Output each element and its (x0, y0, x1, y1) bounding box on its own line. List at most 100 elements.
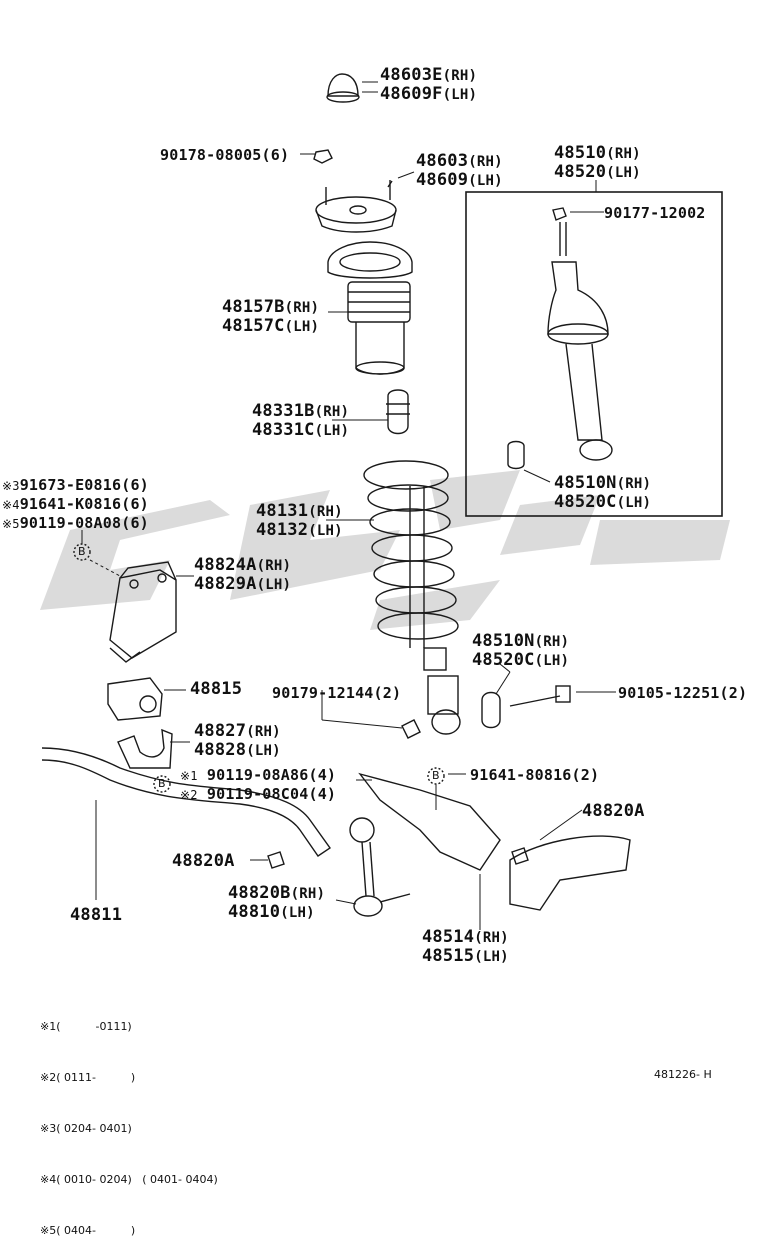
part-number: 48157B (222, 297, 285, 317)
part-number: 48603 (416, 151, 469, 171)
part-number: 48514 (422, 927, 475, 947)
side-rh: (RH) (474, 930, 509, 946)
part-number: 90119-08A86(4) (206, 766, 337, 784)
label-stabilizer: 48811 (70, 905, 123, 925)
nut-right-drawing (511, 847, 529, 865)
part-number: 48609 (416, 170, 469, 190)
part-number: 48510 (554, 143, 607, 163)
part-number: 48829A (194, 574, 257, 594)
watermark-logo (40, 470, 730, 630)
part-number: 48810 (228, 902, 281, 922)
side-rh: (RH) (308, 504, 343, 520)
part-number: 48132 (256, 520, 309, 540)
label-bracket: 48824A(RH) 48829A(LH) (194, 556, 291, 594)
part-number: 48520 (554, 162, 607, 182)
side-rh: (RH) (314, 404, 350, 420)
support-mount-drawing (315, 180, 397, 233)
bolt-lower-left-drawing (401, 719, 421, 739)
note-mark: ※4 (2, 498, 20, 512)
side-lh: (LH) (246, 743, 281, 759)
label-stab-bolts: ※1 90119-08A86(4) ※2 90119-08C04(4) (180, 766, 336, 804)
side-rh: (RH) (534, 634, 570, 650)
bushing-bracket-drawing (117, 728, 173, 769)
leader-lines (81, 81, 616, 930)
side-lh: (LH) (280, 905, 315, 921)
label-nut-left: 48820A (172, 851, 235, 871)
marker-b-left-label: B (78, 545, 86, 558)
note-mark: ※3 (2, 479, 20, 493)
footnote-1: ※1( -0111) (40, 1020, 132, 1033)
lower-arm-drawing (358, 772, 501, 871)
marker-b-mid-label: B (158, 777, 166, 790)
label-bolts-group: ※391673-E0816(6) ※491641-K0816(6) ※59011… (2, 476, 149, 533)
note-mark: ※1 (180, 769, 198, 783)
part-number: 91673-E0816(6) (19, 476, 149, 494)
label-absorber-bushing: 48510N(RH) 48520C(LH) (472, 632, 569, 670)
diagram-code: 481226- H (654, 1068, 712, 1081)
stabilizer-bar-drawing (41, 747, 331, 857)
marker-b-mid (153, 775, 171, 793)
side-lh: (LH) (468, 173, 503, 189)
marker-b-right-label: B (432, 769, 440, 782)
side-lh: (LH) (606, 165, 641, 181)
stabilizer-bracket-drawing (109, 561, 177, 663)
part-number: 48520C (472, 650, 535, 670)
absorber-bushing-drawing (481, 691, 501, 729)
parts-diagram: B B B 48603E(RH) 48609F(LH) 90178-08005(… (2, 66, 748, 1237)
side-lh: (LH) (442, 87, 478, 103)
nut-top-drawing (313, 149, 333, 164)
nut-left-drawing (267, 851, 285, 869)
label-bolt-lower-right: 90105-12251(2) (618, 684, 748, 702)
part-number: 48515 (422, 946, 475, 966)
note-mark: ※5 (2, 517, 20, 531)
side-lh: (LH) (284, 319, 320, 335)
label-bump-stopper: 48331B(RH) 48331C(LH) (252, 402, 349, 440)
part-number: 48609F (380, 84, 443, 104)
label-absorber-assy: 48510(RH) 48520(LH) (554, 144, 641, 182)
footnote-2: ※2( 0111- ) (40, 1071, 136, 1084)
side-lh: (LH) (308, 523, 343, 539)
label-bound-stopper-top: 48603E(RH) 48609F(LH) (380, 66, 477, 104)
part-number: 48520C (554, 492, 617, 512)
side-rh: (RH) (284, 300, 320, 316)
part-number: 48820B (228, 883, 291, 903)
label-bolt-b: 91641-80816(2) (470, 766, 600, 784)
boot-drawing (327, 241, 413, 375)
bound-stopper-top-drawing (326, 73, 360, 103)
bump-stopper-drawing (386, 389, 410, 435)
side-rh: (RH) (256, 558, 292, 574)
footnotes: ※1( -0111) ※2( 0111- ) ※3( 0204- 0401) ※… (40, 984, 218, 1256)
footnote-3: ※3( 0204- 0401) (40, 1122, 132, 1135)
note-mark: ※2 (180, 788, 198, 802)
marker-b-left (73, 543, 91, 561)
side-rh: (RH) (290, 886, 326, 902)
part-number: 48331C (252, 420, 315, 440)
absorber-assembly-box (465, 191, 723, 517)
stabilizer-bushing-drawing (107, 677, 163, 721)
side-rh: (RH) (616, 476, 652, 492)
part-number: 48510N (554, 473, 617, 493)
side-rh: (RH) (468, 154, 503, 170)
part-number: 48603E (380, 65, 443, 85)
side-rh: (RH) (442, 68, 478, 84)
part-number: 48510N (472, 631, 535, 651)
part-drawings (41, 73, 723, 930)
part-number: 48131 (256, 501, 309, 521)
footnote-5: ※5( 0404- ) (40, 1224, 136, 1237)
side-rh: (RH) (246, 724, 281, 740)
part-number: 91641-K0816(6) (19, 495, 149, 513)
side-lh: (LH) (474, 949, 509, 965)
part-number: 90119-08A08(6) (19, 514, 149, 532)
label-lower-arm: 48514(RH) 48515(LH) (422, 928, 509, 966)
label-bushing: 48815 (190, 679, 243, 699)
footnote-4: ※4( 0010- 0204) ( 0401- 0404) (40, 1173, 218, 1186)
part-number: 48157C (222, 316, 285, 336)
diagram-drawing (40, 73, 730, 930)
part-number: 90119-08C04(4) (206, 785, 337, 803)
coil-spring-drawing (363, 460, 461, 735)
label-nut-right: 48820A (582, 801, 645, 821)
label-bushing-bracket: 48827(RH) 48828(LH) (194, 722, 281, 760)
side-lh: (LH) (616, 495, 652, 511)
knuckle-drawing (509, 835, 631, 911)
label-absorber-bushing-box: 48510N(RH) 48520C(LH) (554, 474, 651, 512)
